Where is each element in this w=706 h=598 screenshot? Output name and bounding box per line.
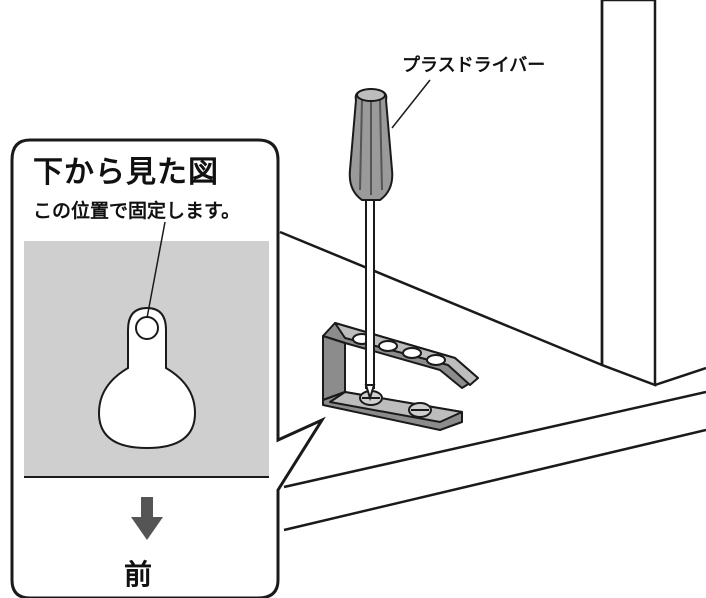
panel-title: 下から見た図 <box>33 155 219 190</box>
front-direction-label: 前 <box>124 558 153 591</box>
base-board <box>279 230 706 532</box>
screwdriver-label: プラスドライバー <box>402 55 546 76</box>
panel-subtitle: この位置で固定します。 <box>33 200 241 222</box>
mounting-bracket <box>322 322 479 431</box>
screw-position-circle <box>135 316 159 340</box>
phillips-screwdriver <box>348 88 394 402</box>
keyhole-slot-icon <box>97 306 197 450</box>
down-arrow-icon <box>131 497 163 540</box>
driver-leader-line <box>391 79 431 129</box>
cabinet-side-panel <box>600 0 657 387</box>
